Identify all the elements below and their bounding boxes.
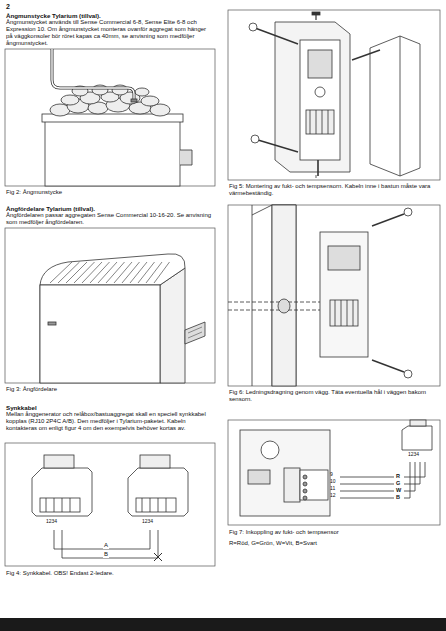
- page-number: 2: [6, 3, 26, 11]
- stone: [61, 95, 79, 105]
- stone: [141, 96, 159, 106]
- pin-numbers: 1234: [46, 519, 86, 525]
- figure-frames: [5, 10, 440, 566]
- grill-slot: [98, 262, 117, 283]
- section-heading: Synkkabel: [6, 404, 212, 411]
- wire-label: B: [103, 551, 109, 558]
- grill-slot: [106, 262, 125, 283]
- stone: [135, 88, 149, 96]
- sync-cable-illustration: [32, 455, 188, 561]
- grill-slot: [74, 262, 95, 283]
- figure-caption: Fig 5: Montering av fukt- och tempsensor…: [229, 183, 439, 197]
- sensor-wiring-illustration: [240, 420, 432, 516]
- steam-distributor-illustration: [40, 254, 205, 383]
- footer-bar: [0, 618, 446, 631]
- terminal-number: 9: [330, 472, 340, 478]
- figure-caption: Fig 7: Inkoppling av fukt- och tempsenso…: [229, 529, 439, 536]
- body-text: Ångfördelaren passar aggregaten Sense Co…: [6, 212, 212, 226]
- grill-slot: [114, 262, 132, 283]
- grill-slot: [82, 262, 102, 283]
- wire-color: B: [396, 494, 404, 500]
- wire-color: W: [396, 487, 404, 493]
- wire-label: A: [103, 542, 109, 549]
- section-heading: Ångfördelare Tylarium (tillval).: [6, 205, 212, 212]
- grill-slot: [146, 262, 162, 283]
- grill-slot: [122, 262, 140, 283]
- wire-color: R: [396, 473, 404, 479]
- wire-color: G: [396, 480, 404, 486]
- pin-numbers: 1234: [142, 519, 182, 525]
- figure-caption: Fig 4: Synkkabel. OBS! Endast 2-ledare.: [6, 570, 212, 577]
- steam-nozzle-illustration: [42, 49, 192, 186]
- body-text: Ångmunstycket används till Sense Commerc…: [6, 19, 212, 47]
- pin-numbers: 1234: [408, 452, 438, 458]
- body-text: Mellan ånggenerator och relåbox/bastuagg…: [6, 411, 212, 432]
- figure-caption: Fig 3: Ångfördelare: [6, 386, 212, 393]
- sensor-mount-illustration: [249, 12, 420, 178]
- section-heading: Ångmunstycke Tylarium (tillval).: [6, 12, 212, 19]
- terminal-number: 12: [330, 493, 340, 499]
- figure-caption: Fig 2: Ångmunstycke: [6, 189, 212, 196]
- terminal-number: 11: [330, 486, 340, 492]
- grill-slot: [90, 262, 110, 283]
- terminal-number: 10: [330, 479, 340, 485]
- figure-caption: Fig 6: Ledningsdragning genom vägg. Täta…: [229, 389, 439, 403]
- grill-slot: [154, 262, 170, 283]
- grill-slot: [130, 262, 147, 283]
- color-key: R=Röd, G=Grön, W=Vit, B=Svart: [229, 540, 439, 547]
- grill-slot: [138, 262, 155, 283]
- wall-routing-illustration: [228, 205, 412, 386]
